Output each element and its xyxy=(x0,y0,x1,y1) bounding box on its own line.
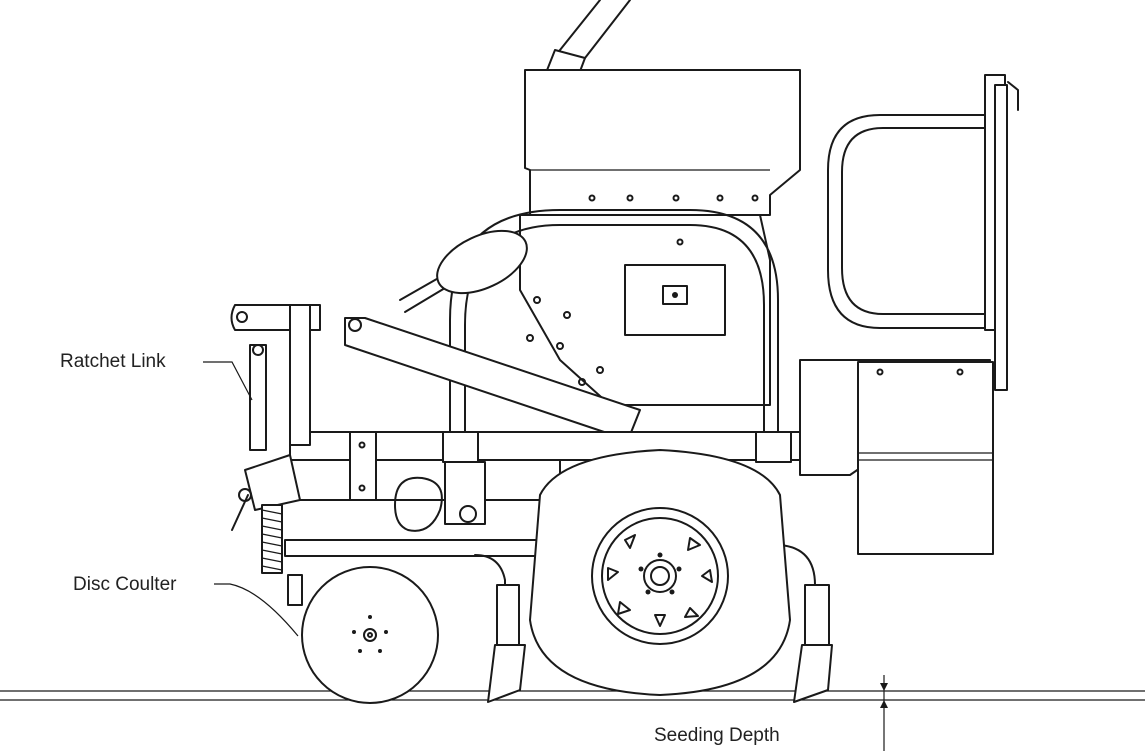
rear-handrail xyxy=(827,74,1019,391)
ratchet-link-label: Ratchet Link xyxy=(60,351,166,372)
front-tine xyxy=(474,554,526,703)
diagonal-beam xyxy=(344,317,641,441)
disc-coulter-callout: Disc Coulter xyxy=(73,574,299,637)
ground-line xyxy=(0,690,1145,701)
drive-lever xyxy=(399,229,528,313)
disc-coulter-label: Disc Coulter xyxy=(73,574,177,595)
rear-tine xyxy=(779,544,833,703)
hopper xyxy=(524,69,801,216)
spring xyxy=(261,504,283,574)
drive-wheel xyxy=(529,449,791,696)
ratchet-link-callout: Ratchet Link xyxy=(60,351,253,401)
seeding-depth-dimension: Seeding Depth xyxy=(654,675,888,751)
hitch-mast xyxy=(230,304,321,531)
seed-meter-housing xyxy=(519,214,771,406)
rear-box xyxy=(799,359,994,555)
disc-coulter xyxy=(301,566,439,704)
seeding-depth-label: Seeding Depth xyxy=(654,725,780,746)
